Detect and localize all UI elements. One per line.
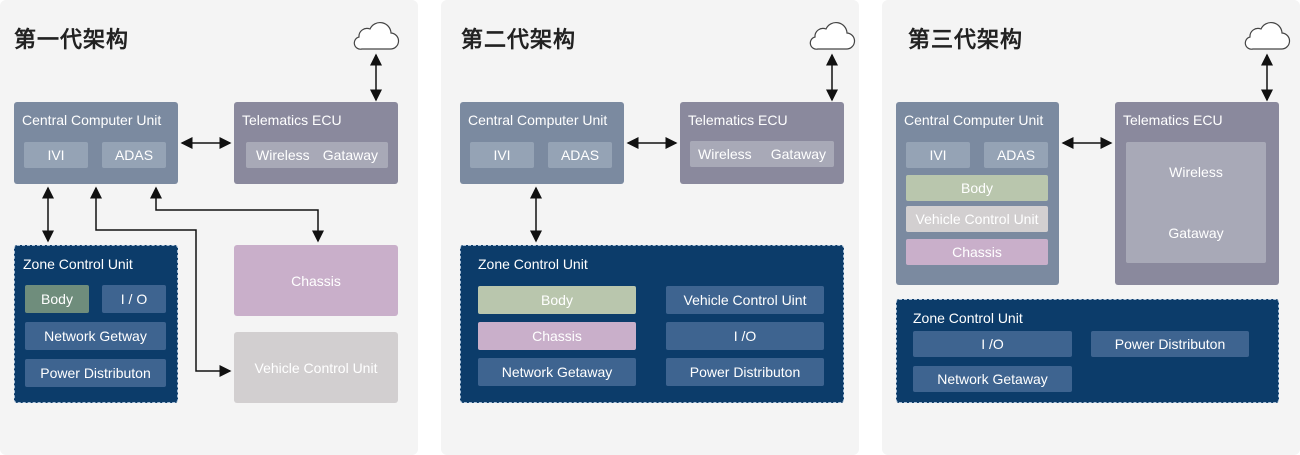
vehicle-control-unit-box: Vehicle Control Unit	[234, 332, 398, 403]
chip-ivi: IVI	[470, 142, 534, 168]
chip-wireless-gateway: Wireless Gataway	[246, 142, 388, 168]
panel-gen3: 第三代架构 Central Computer Unit IVI ADAS Bod…	[882, 0, 1300, 455]
telematics-label: Telematics ECU	[1123, 112, 1223, 128]
chip-chassis: Chassis	[906, 239, 1048, 265]
telematics-ecu: Telematics ECU Wireless Gataway	[234, 102, 398, 184]
cloud-icon	[353, 21, 400, 50]
ccu-label: Central Computer Unit	[468, 112, 608, 128]
central-computer-unit: Central Computer Unit IVI ADAS Body Vehi…	[896, 102, 1059, 285]
ccu-label: Central Computer Unit	[904, 112, 1044, 128]
chip-wireless-gateway: Wireless Gataway	[690, 141, 834, 167]
zone-control-unit: Zone Control Unit I /O Power Distributon…	[896, 299, 1279, 403]
connection-arrows	[42, 53, 382, 377]
chip-body: Body	[478, 286, 636, 314]
telematics-ecu: Telematics ECU Wireless Gataway	[680, 102, 844, 184]
chip-ivi: IVI	[24, 142, 88, 168]
chip-io: I /O	[666, 322, 824, 350]
panel-title: 第三代架构	[908, 28, 1024, 53]
chip-chassis: Chassis	[478, 322, 636, 350]
telematics-ecu: Telematics ECU Wireless Gataway	[1115, 102, 1279, 285]
zone-control-unit: Zone Control Unit Body Vehicle Control U…	[460, 245, 844, 403]
chip-power-distribution: Power Distributon	[1091, 331, 1249, 357]
chip-power-distribution: Power Distributon	[666, 358, 824, 386]
zone-label: Zone Control Unit	[913, 310, 1023, 326]
chip-vehicle-control-unit: Vehicle Control Unit	[906, 206, 1048, 232]
chip-network-gateway: Network Getaway	[478, 358, 636, 386]
chip-ivi: IVI	[906, 142, 970, 168]
chip-wireless: Wireless	[256, 147, 310, 163]
chip-body: Body	[25, 285, 89, 313]
chip-gateway: Gataway	[770, 146, 826, 162]
connection-arrows	[530, 53, 838, 243]
chip-adas: ADAS	[102, 142, 166, 168]
chip-gateway: Gataway	[322, 147, 378, 163]
panel-gen1: 第一代架构 Central Computer Unit IVI ADAS Tel…	[0, 0, 418, 455]
cloud-icon	[1244, 21, 1291, 50]
telematics-label: Telematics ECU	[242, 112, 342, 128]
chassis-box: Chassis	[234, 245, 398, 316]
chip-adas: ADAS	[548, 142, 612, 168]
telematics-label: Telematics ECU	[688, 112, 788, 128]
chip-wireless-gateway: Wireless Gataway	[1126, 142, 1266, 263]
ccu-label: Central Computer Unit	[22, 112, 162, 128]
chip-io: I /O	[913, 331, 1072, 357]
zone-label: Zone Control Unit	[478, 256, 588, 272]
panel-title: 第二代架构	[461, 28, 577, 53]
central-computer-unit: Central Computer Unit IVI ADAS	[14, 102, 178, 184]
chip-body: Body	[906, 175, 1048, 201]
chip-vehicle-control-unit: Vehicle Control Uint	[666, 286, 824, 314]
chip-network-gateway: Network Getaway	[913, 366, 1072, 392]
chip-gateway: Gataway	[1168, 224, 1224, 241]
central-computer-unit: Central Computer Unit IVI ADAS	[460, 102, 624, 184]
panel-title: 第一代架构	[14, 28, 130, 53]
connection-arrows	[1061, 53, 1273, 149]
chip-wireless: Wireless	[1169, 164, 1223, 181]
cloud-icon	[809, 21, 856, 50]
chip-wireless: Wireless	[698, 146, 752, 162]
panel-gen2: 第二代架构 Central Computer Unit IVI ADAS Tel…	[441, 0, 859, 455]
chip-adas: ADAS	[984, 142, 1048, 168]
